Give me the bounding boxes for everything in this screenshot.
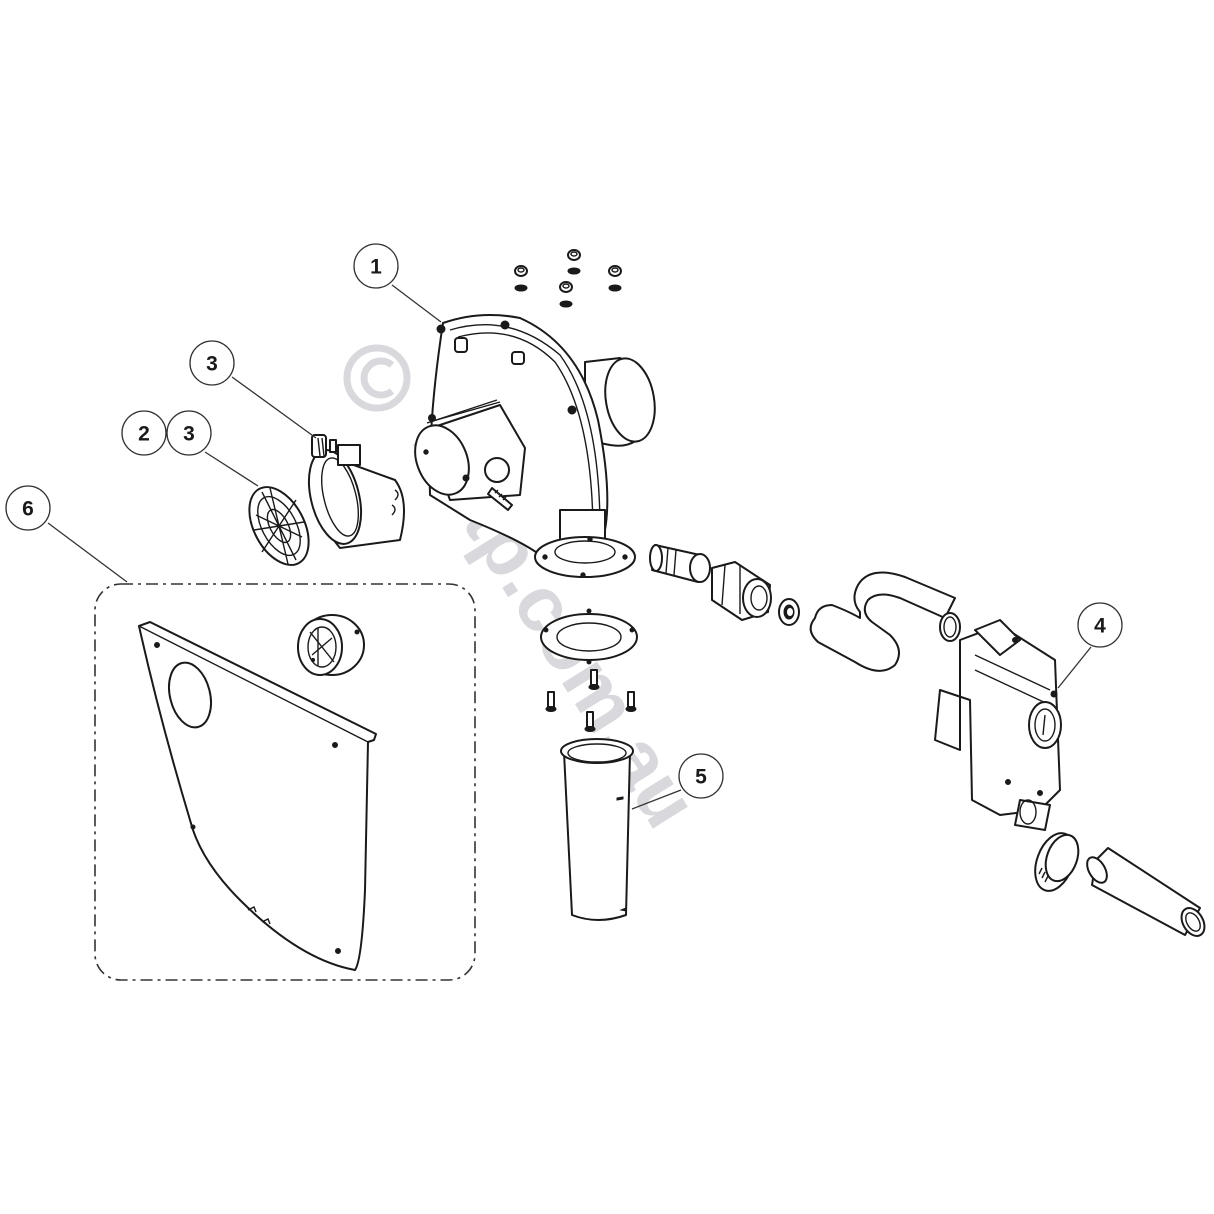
side-panel-kit-group-box bbox=[94, 583, 476, 981]
screws bbox=[545, 669, 637, 732]
leader-line-2-3 bbox=[204, 451, 259, 487]
leader-line-5 bbox=[631, 789, 682, 810]
callout-3-clamp[interactable]: 3 bbox=[189, 340, 235, 386]
flange-gasket bbox=[540, 608, 638, 665]
callout-6[interactable]: 6 bbox=[5, 485, 51, 531]
sealing-washer bbox=[778, 598, 800, 626]
callout-2-label: 2 bbox=[138, 423, 150, 446]
nuts-and-washers bbox=[514, 249, 622, 308]
callout-3-grille-label: 3 bbox=[183, 423, 195, 446]
flue-pipe bbox=[560, 738, 634, 921]
callout-5[interactable]: 5 bbox=[678, 753, 724, 799]
inlet-pipe bbox=[1086, 847, 1206, 937]
leader-line-4 bbox=[1057, 646, 1092, 689]
callout-3-clamp-label: 3 bbox=[206, 353, 218, 376]
callout-3-grille[interactable]: 3 bbox=[166, 410, 212, 456]
venturi-clamp bbox=[307, 434, 405, 549]
leader-line-3a bbox=[231, 376, 317, 439]
s-bend-hose bbox=[809, 571, 961, 672]
side-panel bbox=[138, 621, 377, 971]
leader-lines bbox=[47, 284, 1092, 810]
callout-4-label: 4 bbox=[1094, 615, 1106, 638]
callout-1[interactable]: 1 bbox=[353, 243, 399, 289]
leader-line-6 bbox=[47, 522, 128, 583]
copyright-watermark-icon bbox=[343, 344, 411, 412]
union-nut bbox=[711, 561, 772, 621]
air-inlet-grille bbox=[248, 486, 310, 566]
side-panel-round-inlet bbox=[297, 614, 365, 676]
inlet-connector bbox=[1034, 832, 1080, 892]
callout-1-label: 1 bbox=[370, 256, 382, 279]
callout-6-label: 6 bbox=[22, 498, 34, 521]
callout-4[interactable]: 4 bbox=[1077, 602, 1123, 648]
nipple-fitting bbox=[649, 544, 711, 583]
callout-2[interactable]: 2 bbox=[121, 410, 167, 456]
gas-valve bbox=[934, 619, 1062, 831]
callout-5-label: 5 bbox=[695, 766, 707, 789]
fan-housing-blower bbox=[414, 314, 656, 578]
leader-line-1 bbox=[391, 284, 442, 323]
